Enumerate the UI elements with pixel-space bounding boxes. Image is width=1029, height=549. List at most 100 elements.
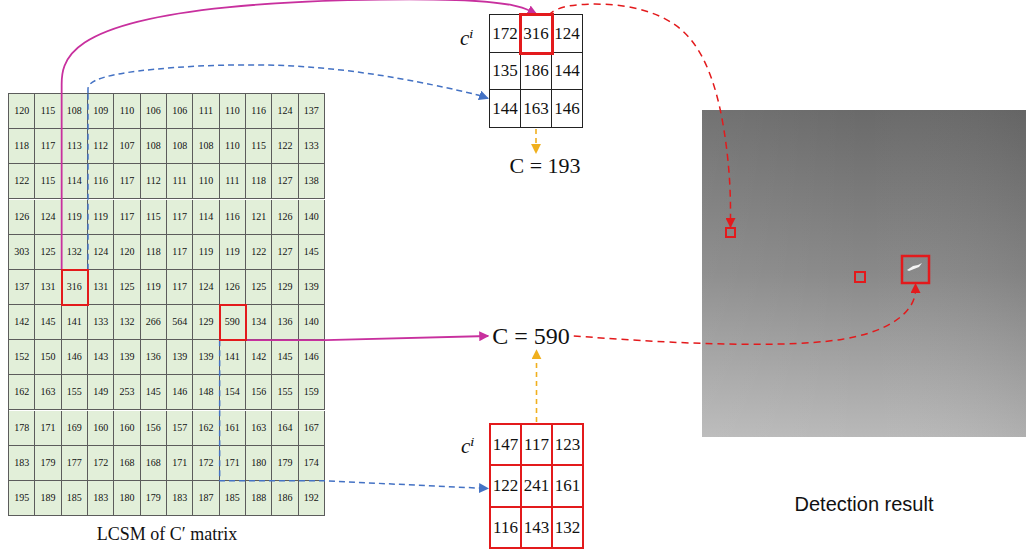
matrix-cell: 109 — [88, 94, 114, 129]
matrix-cell: 115 — [35, 164, 61, 199]
matrix-cell: 117 — [167, 235, 193, 270]
matrix-cell: 180 — [246, 446, 272, 481]
cell-value: 119 — [93, 212, 108, 222]
matrix-cell: 112 — [141, 164, 167, 199]
cell-value: 107 — [119, 141, 134, 151]
matrix-cell: 124 — [88, 235, 114, 270]
cell-value: 303 — [14, 247, 29, 257]
matrix-cell: 156 — [246, 375, 272, 410]
matrix-cell: 160 — [88, 411, 114, 446]
matrix-cell: 111 — [167, 164, 193, 199]
cell-value: 154 — [225, 387, 240, 397]
matrix-cell: 145 — [35, 305, 61, 340]
cell-value: 109 — [93, 106, 108, 116]
matrix-cell: 110 — [193, 164, 219, 199]
contrast-text: C = 193 — [509, 154, 580, 178]
matrix-cell: 183 — [9, 446, 35, 481]
neighbourhood-arrow — [220, 340, 488, 488]
cell-value: 115 — [146, 212, 161, 222]
selection-arrow — [62, 0, 537, 270]
cell-value: 139 — [119, 352, 134, 362]
matrix-cell: 174 — [299, 446, 325, 481]
matrix-cell: 117 — [167, 200, 193, 235]
patch-cell: 161 — [553, 466, 584, 507]
cell-value: 139 — [172, 352, 187, 362]
matrix-cell: 118 — [9, 129, 35, 164]
patch-cell: 143 — [522, 508, 553, 549]
cell-value: 195 — [14, 493, 29, 503]
cell-value: 119 — [146, 282, 161, 292]
matrix-cell: 143 — [88, 340, 114, 375]
cell-value: 117 — [120, 176, 135, 186]
cell-value: 161 — [555, 477, 581, 494]
cell-value: 241 — [524, 477, 550, 494]
cell-value: 137 — [304, 106, 319, 116]
matrix-cell: 125 — [35, 235, 61, 270]
patch-cell: 163 — [521, 90, 552, 128]
matrix-cell: 121 — [246, 200, 272, 235]
cell-value: 162 — [14, 387, 29, 397]
matrix-cell: 114 — [62, 164, 88, 199]
matrix-cell: 169 — [62, 411, 88, 446]
cell-value: 118 — [14, 141, 29, 151]
patch-label: cⁱ — [460, 27, 474, 50]
matrix-cell: 111 — [193, 94, 219, 129]
matrix-cell: 117 — [114, 200, 140, 235]
cell-value: 117 — [120, 212, 135, 222]
detection-box — [855, 272, 865, 282]
matrix-cell: 120 — [114, 235, 140, 270]
cell-value: 146 — [67, 352, 82, 362]
cell-value: 180 — [251, 458, 266, 468]
matrix-cell: 134 — [246, 305, 272, 340]
cell-value: 122 — [251, 247, 266, 257]
matrix-cell: 179 — [35, 446, 61, 481]
cell-value: 116 — [493, 519, 518, 536]
cell-value: 185 — [67, 493, 82, 503]
cell-value: 141 — [225, 352, 240, 362]
matrix-cell: 120 — [9, 94, 35, 129]
cell-value: 186 — [277, 493, 292, 503]
cell-value: 160 — [119, 423, 134, 433]
matrix-cell: 179 — [272, 446, 298, 481]
cell-value: 116 — [93, 176, 108, 186]
cell-value: 145 — [40, 317, 55, 327]
matrix-cell: 108 — [167, 129, 193, 164]
cell-value: 187 — [198, 493, 213, 503]
cell-value: 156 — [146, 423, 161, 433]
matrix-cell: 110 — [220, 94, 246, 129]
cell-value: 189 — [40, 493, 55, 503]
matrix-cell: 124 — [193, 270, 219, 305]
matrix-cell: 124 — [272, 94, 298, 129]
detection-image: Detection result — [702, 110, 1026, 437]
matrix-cell: 148 — [193, 375, 219, 410]
matrix-cell: 156 — [141, 411, 167, 446]
matrix-cell: 168 — [114, 446, 140, 481]
cell-value: 132 — [67, 247, 82, 257]
cell-value: 142 — [251, 352, 266, 362]
cell-value: 163 — [251, 423, 266, 433]
cell-value: 135 — [492, 62, 518, 79]
cell-value: 146 — [172, 387, 187, 397]
cell-value: 132 — [555, 519, 581, 536]
cell-value: 122 — [277, 141, 292, 151]
cell-value: 172 — [93, 458, 108, 468]
matrix-cell: 161 — [220, 411, 246, 446]
patch-cell: 135 — [490, 53, 521, 91]
cell-value: 114 — [67, 176, 82, 186]
cell-value: 590 — [225, 317, 240, 327]
lcsm-matrix: 1201151081091101061061111101161241371181… — [8, 93, 325, 516]
cell-value: 144 — [492, 100, 518, 117]
cell-value: 138 — [304, 176, 319, 186]
matrix-cell: 138 — [299, 164, 325, 199]
cell-value: 117 — [172, 247, 187, 257]
cell-value: 124 — [554, 25, 580, 42]
cell-value: 127 — [277, 247, 292, 257]
cell-value: 171 — [172, 458, 187, 468]
matrix-cell: 110 — [114, 94, 140, 129]
matrix-cell: 118 — [141, 235, 167, 270]
contrast-value: C = 590 — [490, 323, 572, 349]
matrix-cell: 132 — [62, 235, 88, 270]
matrix-caption: LCSM of C′ matrix — [0, 525, 385, 545]
cell-value: 106 — [146, 106, 161, 116]
cell-value: 179 — [277, 458, 292, 468]
